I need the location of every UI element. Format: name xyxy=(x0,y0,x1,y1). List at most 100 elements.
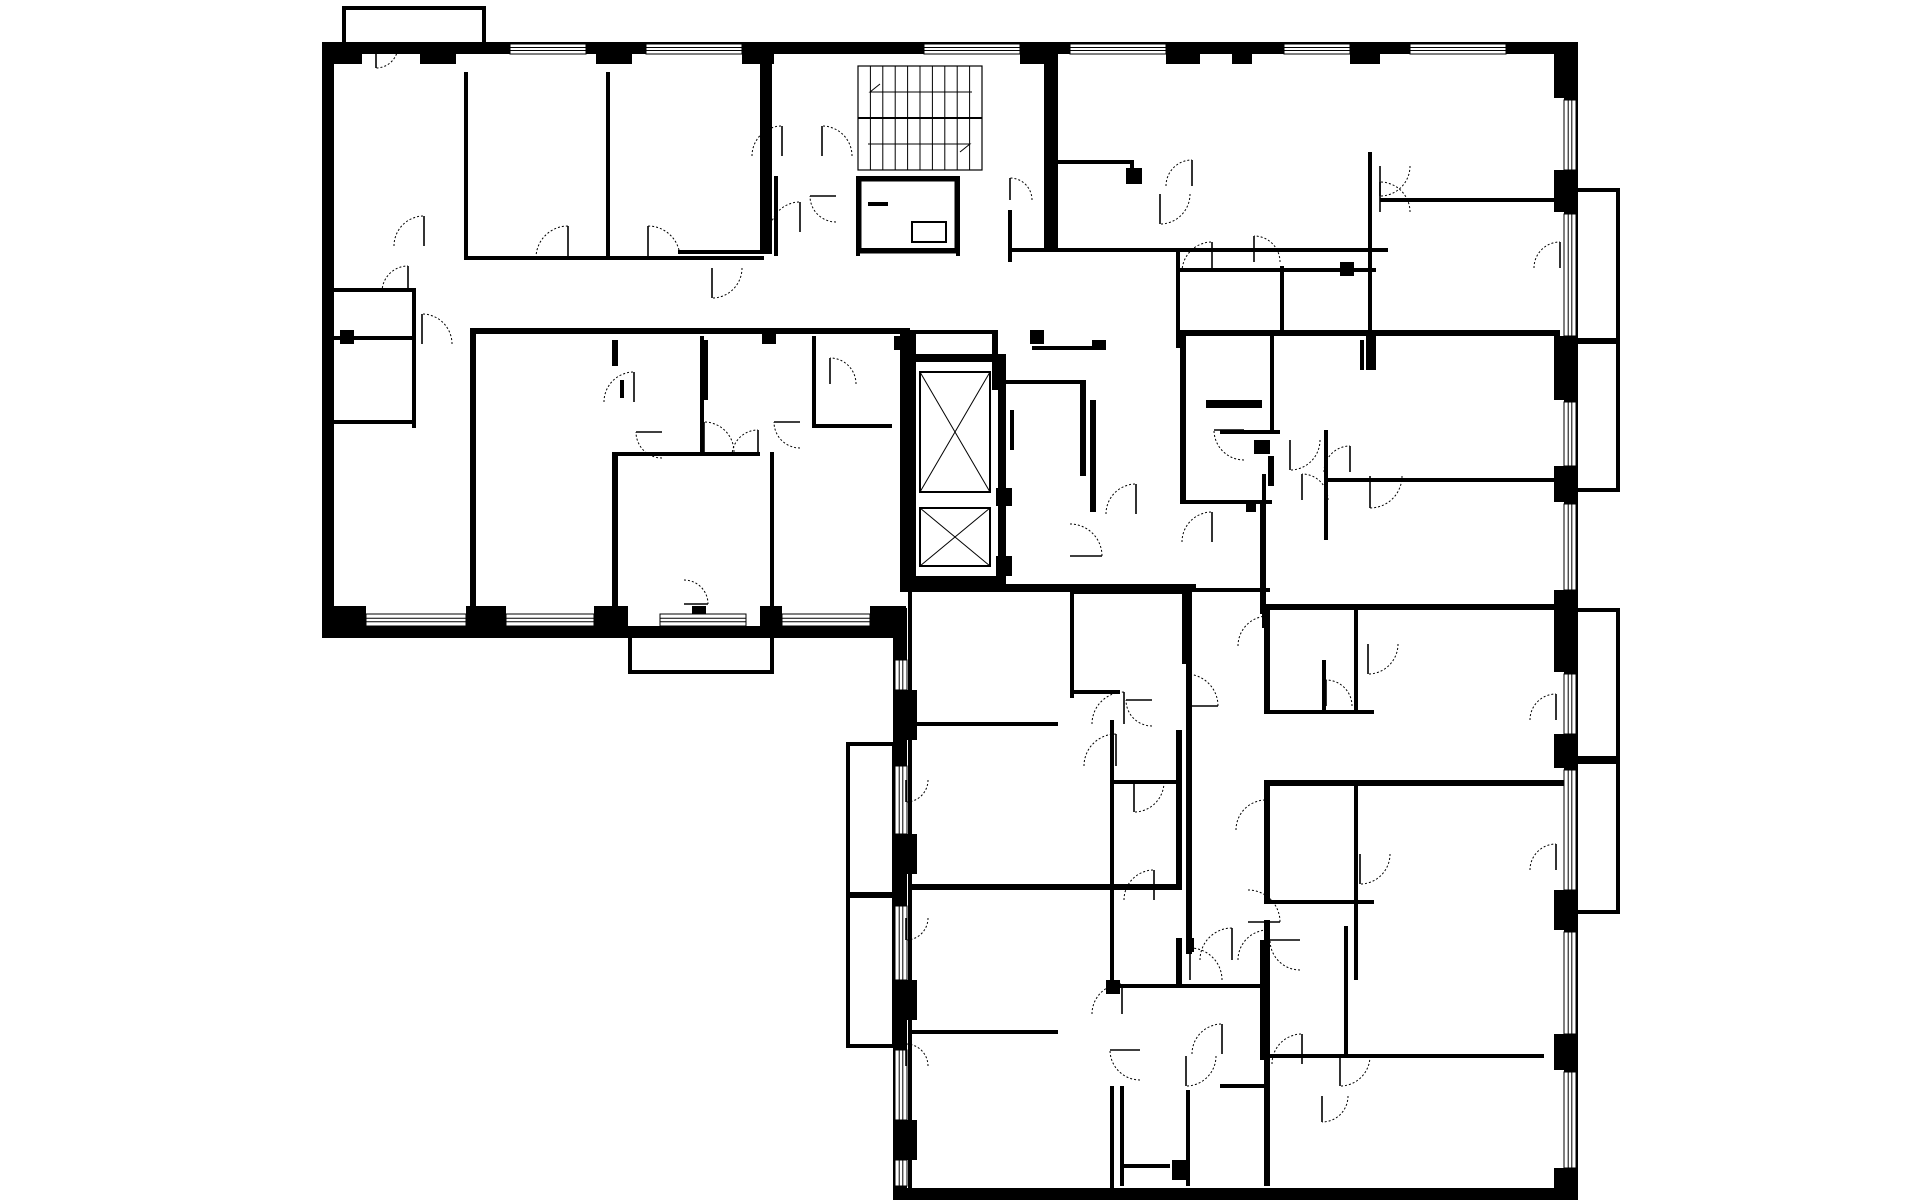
window-opening xyxy=(1564,770,1576,890)
wall-segment xyxy=(1324,430,1328,540)
door-swing-icon xyxy=(1321,1095,1349,1123)
window-frame xyxy=(505,613,595,627)
door-swing-icon xyxy=(635,431,663,459)
door-swing-icon xyxy=(1533,241,1561,269)
door-swing-icon xyxy=(1235,799,1267,831)
window-opening xyxy=(895,1160,907,1186)
door-arc xyxy=(1369,475,1403,509)
stair-storage-box xyxy=(911,221,947,243)
wall-segment xyxy=(760,42,772,254)
wall-segment xyxy=(908,1030,1058,1034)
wall-segment xyxy=(1554,590,1578,672)
door-arc xyxy=(381,265,409,293)
window-icon xyxy=(894,1159,908,1187)
window-frame xyxy=(1563,931,1577,1035)
door-swing-icon xyxy=(711,267,743,299)
door-arc xyxy=(751,125,783,157)
door-swing-icon xyxy=(381,265,409,293)
door-swing-icon xyxy=(703,421,735,453)
wall-segment xyxy=(1180,248,1388,252)
wall-segment xyxy=(956,176,960,256)
door-swing-icon xyxy=(1133,781,1165,813)
door-swing-icon xyxy=(1083,733,1117,767)
door-arc xyxy=(1359,853,1391,885)
wall-segment xyxy=(1166,42,1200,64)
window-icon xyxy=(1409,43,1507,55)
door-swing-icon xyxy=(773,421,801,449)
window-frame xyxy=(1563,1071,1577,1169)
wall-segment xyxy=(893,690,917,740)
wall-segment xyxy=(1110,1086,1114,1188)
door-arc xyxy=(1533,241,1561,269)
wall-segment xyxy=(420,42,456,64)
wall-segment xyxy=(1032,346,1092,350)
wall-segment xyxy=(870,606,906,638)
window-icon xyxy=(1563,213,1577,337)
wall-segment xyxy=(900,584,1196,592)
wall-segment xyxy=(1120,984,1264,988)
wall-segment xyxy=(1324,478,1564,482)
window-frame xyxy=(659,613,747,627)
door-swing-icon xyxy=(1165,159,1193,187)
door-swing-icon xyxy=(1213,429,1245,461)
door-arc xyxy=(1529,843,1557,871)
wall-segment xyxy=(704,340,708,400)
door-arc xyxy=(1237,615,1269,647)
door-arc xyxy=(535,225,569,259)
window-frame xyxy=(1563,673,1577,735)
window-opening xyxy=(1410,44,1506,54)
wall-segment xyxy=(620,380,624,398)
wall-segment xyxy=(1030,330,1044,344)
balcony-icon xyxy=(1574,760,1620,914)
wall-segment xyxy=(1270,336,1274,432)
wall-segment xyxy=(322,42,334,638)
wall-segment xyxy=(1220,430,1280,434)
wall-segment xyxy=(340,330,354,344)
door-arc xyxy=(769,201,801,233)
staircase xyxy=(857,65,983,254)
wall-segment xyxy=(1080,380,1086,476)
stair-shaft-box xyxy=(858,178,958,254)
balcony-icon xyxy=(1574,608,1620,760)
balcony-icon xyxy=(846,742,896,896)
door-arc xyxy=(1379,181,1411,213)
wall-segment xyxy=(1554,42,1578,98)
elevator-shaft-icon xyxy=(919,371,991,493)
wall-segment xyxy=(1260,940,1266,1060)
wall-segment xyxy=(1220,1084,1264,1088)
door-arc xyxy=(1367,643,1399,675)
door-arc xyxy=(905,1043,929,1067)
window-frame xyxy=(894,1049,908,1121)
wall-segment xyxy=(1120,1164,1170,1168)
wall-segment xyxy=(700,336,704,452)
door-arc xyxy=(1069,523,1103,557)
door-arc xyxy=(1159,193,1191,225)
elevator-core xyxy=(900,354,1006,584)
door-swing-icon xyxy=(1091,691,1125,725)
wall-segment xyxy=(893,1120,917,1160)
wall-segment xyxy=(332,288,412,292)
door-arc xyxy=(829,357,857,385)
door-arc xyxy=(1125,699,1153,727)
door-arc xyxy=(421,313,453,345)
window-icon xyxy=(1563,503,1577,591)
wall-segment xyxy=(678,250,768,254)
wall-segment xyxy=(900,330,996,334)
door-swing-icon xyxy=(535,225,569,259)
windows xyxy=(365,43,1577,1187)
door-swing-icon xyxy=(1253,235,1281,263)
door-arc xyxy=(1123,869,1155,901)
door-arc xyxy=(1253,235,1281,263)
door-arc xyxy=(711,267,743,299)
window-icon xyxy=(1069,43,1167,55)
window-icon xyxy=(894,1049,908,1121)
window-opening xyxy=(1564,932,1576,1034)
door-arc xyxy=(1237,929,1269,961)
window-opening xyxy=(660,614,746,626)
door-swing-icon xyxy=(1529,693,1557,721)
door-swing-icon xyxy=(1369,475,1403,509)
window-icon xyxy=(1563,99,1577,171)
wall-segment xyxy=(1182,590,1188,664)
window-frame xyxy=(894,905,908,981)
